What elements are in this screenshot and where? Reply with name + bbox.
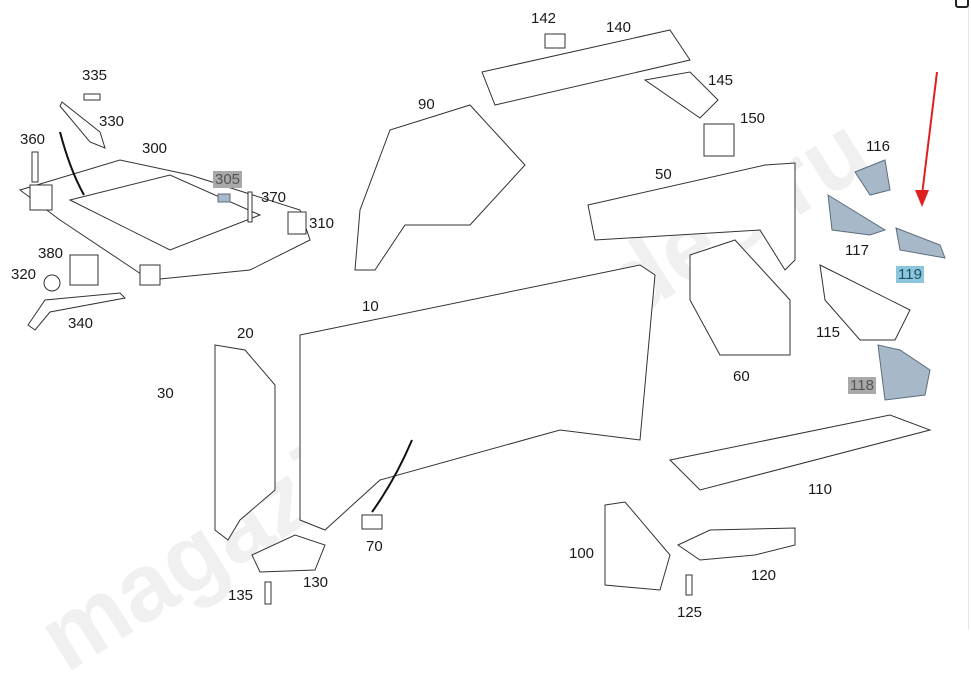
part-360-bolt[interactable] (31, 151, 39, 183)
part-115-panel[interactable] (819, 264, 911, 341)
callout-300[interactable]: 300 (142, 140, 168, 157)
callout-119[interactable]: 119 (896, 266, 924, 283)
part-140-crossmember[interactable] (481, 29, 691, 106)
callout-380[interactable]: 380 (38, 245, 64, 262)
callout-130[interactable]: 130 (303, 574, 329, 591)
part-150-bracket[interactable] (703, 123, 735, 157)
part-20-pillar[interactable] (214, 344, 276, 541)
window-corner-icon[interactable] (955, 0, 969, 8)
part-90-wheelhouse[interactable] (354, 104, 526, 271)
part-335-bolt[interactable] (83, 93, 101, 101)
part-310-mount[interactable] (287, 211, 307, 235)
callout-70[interactable]: 70 (366, 538, 383, 555)
part-380-mount[interactable] (69, 254, 99, 286)
leader-line (371, 439, 413, 513)
part-60-bracket[interactable] (689, 239, 791, 356)
part-117-panel[interactable] (827, 194, 887, 236)
callout-140[interactable]: 140 (606, 19, 632, 36)
callout-305[interactable]: 305 (213, 171, 243, 188)
part-135-bolt[interactable] (264, 581, 272, 605)
callout-125[interactable]: 125 (677, 604, 703, 621)
callout-30[interactable]: 30 (157, 385, 174, 402)
part-340-bracket[interactable] (27, 292, 127, 331)
part-300-subframe[interactable] (18, 159, 311, 286)
callout-142[interactable]: 142 (531, 10, 557, 27)
part-142-bumper[interactable] (544, 33, 566, 49)
part-145-bracket[interactable] (643, 71, 719, 119)
leader-line (59, 131, 85, 196)
part-118-bracket[interactable] (877, 344, 931, 401)
callout-115[interactable]: 115 (816, 324, 840, 341)
callout-117[interactable]: 117 (845, 242, 869, 259)
part-120-plate[interactable] (676, 527, 796, 561)
callout-60[interactable]: 60 (733, 368, 750, 385)
part-100-bracket[interactable] (604, 501, 671, 591)
part-330-bracket[interactable] (59, 101, 106, 149)
part-130-cover[interactable] (251, 534, 326, 573)
callout-135[interactable]: 135 (228, 587, 254, 604)
part-125-bolt[interactable] (685, 574, 693, 596)
part-10-front-structure[interactable] (299, 264, 656, 531)
callout-320[interactable]: 320 (11, 266, 37, 283)
part-50-side-member[interactable] (587, 162, 796, 271)
callout-120[interactable]: 120 (751, 567, 777, 584)
callout-150[interactable]: 150 (740, 110, 766, 127)
callout-370[interactable]: 370 (261, 189, 287, 206)
part-320-bushing[interactable] (43, 274, 61, 292)
callout-118[interactable]: 118 (848, 377, 876, 394)
part-119-panel[interactable] (895, 227, 946, 259)
callout-110[interactable]: 110 (808, 481, 832, 498)
part-110-rail[interactable] (668, 414, 932, 491)
callout-360[interactable]: 360 (20, 131, 46, 148)
callout-20[interactable]: 20 (237, 325, 254, 342)
callout-340[interactable]: 340 (68, 315, 94, 332)
part-370-bolt[interactable] (247, 191, 253, 223)
callout-90[interactable]: 90 (418, 96, 435, 113)
part-116-bracket[interactable] (854, 159, 891, 196)
scrollbar-track[interactable] (968, 0, 969, 630)
callout-145[interactable]: 145 (708, 72, 734, 89)
callout-10[interactable]: 10 (362, 298, 379, 315)
callout-50[interactable]: 50 (655, 166, 672, 183)
callout-310[interactable]: 310 (309, 215, 335, 232)
callout-100[interactable]: 100 (569, 545, 595, 562)
part-305-bushing[interactable] (217, 193, 231, 203)
callout-335[interactable]: 335 (82, 67, 108, 84)
parts-diagram: magazinmercedes.ru (11, 10, 946, 692)
part-70-clip[interactable] (361, 514, 383, 530)
parts-drawing (18, 29, 946, 605)
red-arrow-indicator (915, 71, 938, 207)
callout-330[interactable]: 330 (99, 113, 125, 130)
callout-116[interactable]: 116 (866, 138, 890, 155)
